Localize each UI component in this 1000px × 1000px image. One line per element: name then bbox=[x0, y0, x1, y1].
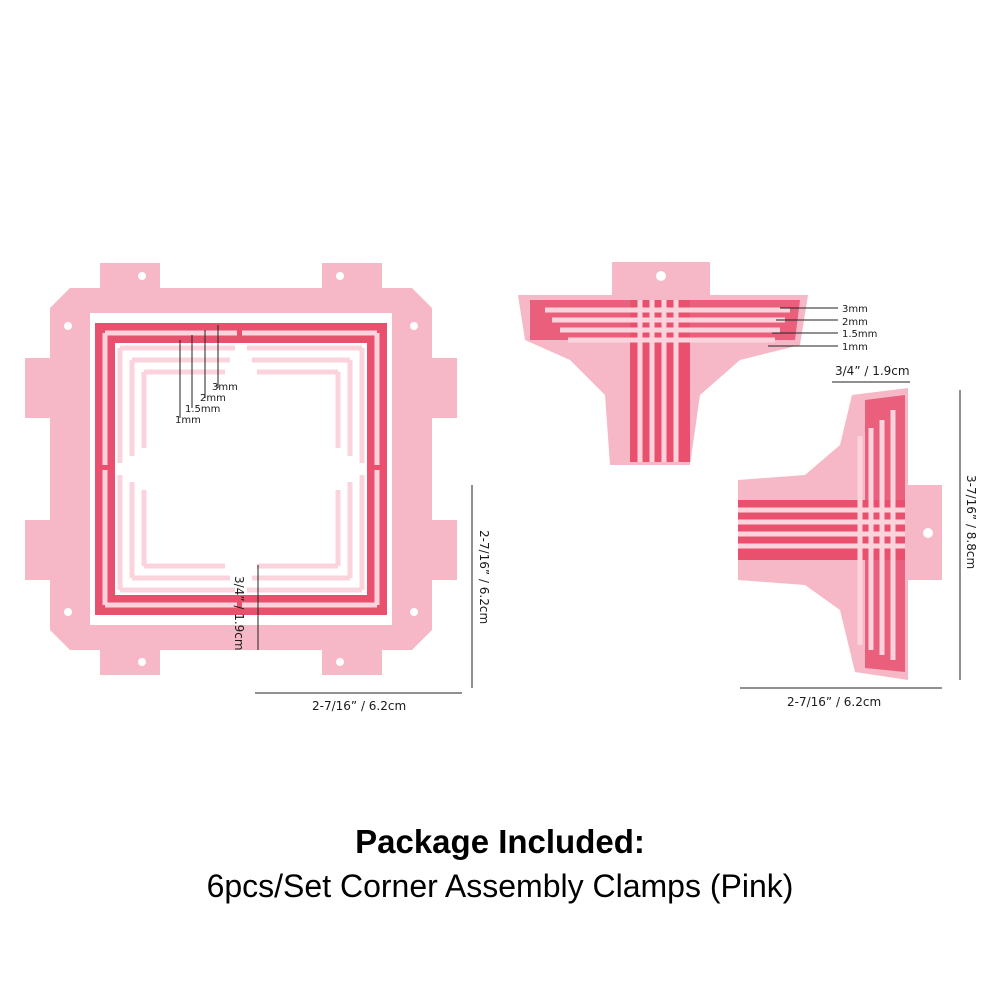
tee-width-label: 2-7/16” / 6.2cm bbox=[787, 695, 881, 709]
tee-thickness-leaders bbox=[768, 307, 838, 347]
corner-label-2mm: 2mm bbox=[200, 393, 226, 404]
tee-label-1mm: 1mm bbox=[842, 342, 868, 353]
product-figure: 3mm 2mm 1.5mm 1mm 2-7/16” / 6.2cm 2-7/16… bbox=[0, 0, 978, 713]
corner-thickness-leaders bbox=[179, 325, 219, 418]
package-title: Package Included: bbox=[355, 823, 645, 860]
corner-height-label: 2-7/16” / 6.2cm bbox=[477, 530, 491, 624]
corner-depth-label: 3/4” / 1.9cm bbox=[232, 576, 246, 651]
tee-label-3mm: 3mm bbox=[842, 304, 868, 315]
package-description: 6pcs/Set Corner Assembly Clamps (Pink) bbox=[206, 868, 794, 904]
tee-clamp-top bbox=[518, 262, 808, 465]
tee-label-1-5mm: 1.5mm bbox=[842, 329, 877, 340]
tee-label-2mm: 2mm bbox=[842, 317, 868, 328]
tee-clamp-right bbox=[738, 388, 942, 680]
corner-width-label: 2-7/16” / 6.2cm bbox=[312, 699, 406, 713]
tee-height-label: 3-7/16” / 8.8cm bbox=[964, 475, 978, 569]
corner-label-3mm: 3mm bbox=[212, 382, 238, 393]
corner-label-1mm: 1mm bbox=[175, 415, 201, 426]
corner-label-1-5mm: 1.5mm bbox=[185, 404, 220, 415]
tee-depth-label: 3/4” / 1.9cm bbox=[835, 364, 910, 378]
corner-clamp-bottom-right bbox=[222, 450, 457, 675]
